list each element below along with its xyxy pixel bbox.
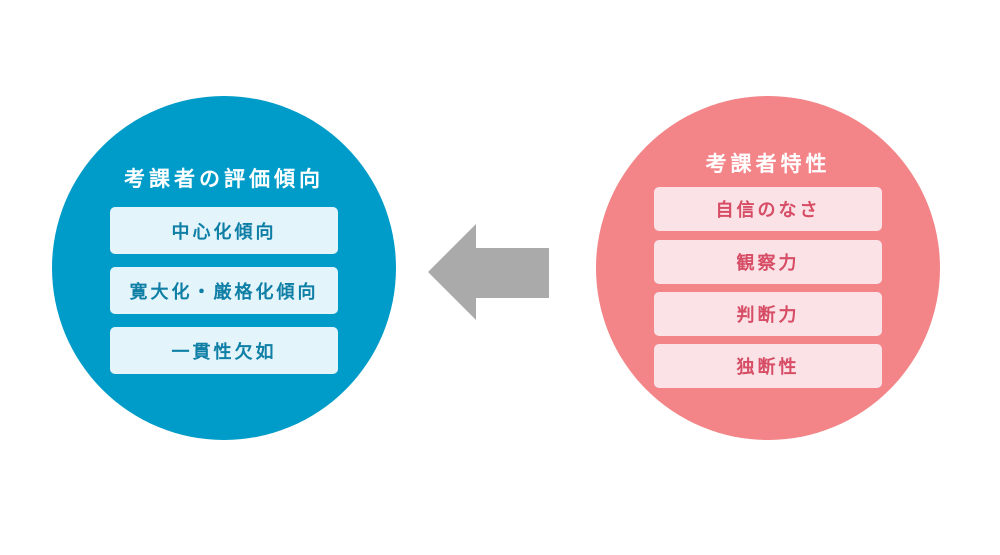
trait-item: 独断性 — [654, 344, 882, 388]
tendency-item: 中心化傾向 — [110, 207, 338, 254]
trait-item: 判断力 — [654, 292, 882, 336]
tendency-item: 寛大化・厳格化傾向 — [110, 267, 338, 314]
tendency-item: 一貫性欠如 — [110, 327, 338, 374]
evaluation-tendency-title: 考課者の評価傾向 — [124, 167, 324, 191]
evaluator-traits-title: 考課者特性 — [705, 152, 831, 176]
trait-item: 観察力 — [654, 240, 882, 284]
trait-item: 自信のなさ — [654, 187, 882, 231]
